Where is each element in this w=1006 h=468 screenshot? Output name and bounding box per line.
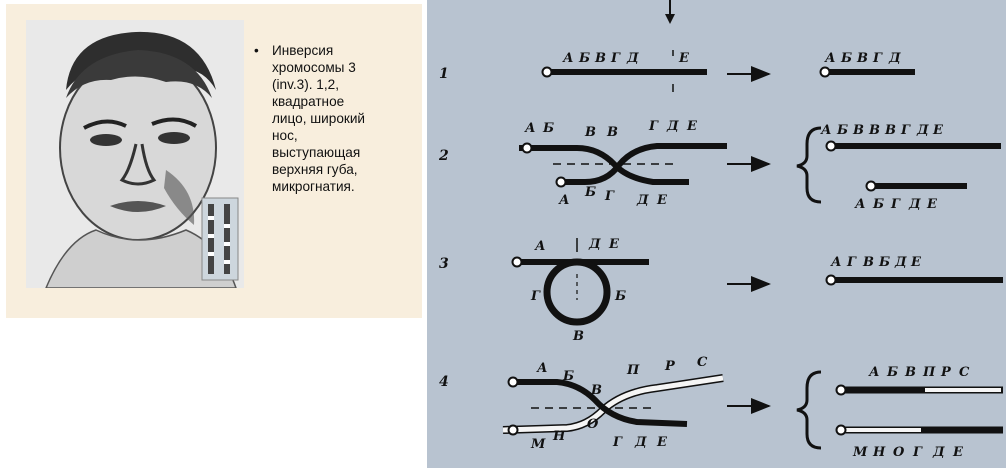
gene-label: Б <box>614 289 626 304</box>
gene-label: В <box>904 365 916 380</box>
gene-label: В <box>606 125 618 140</box>
gene-label: С <box>959 365 970 380</box>
row4-brace <box>796 370 822 450</box>
gene-label: В <box>862 255 874 270</box>
row1-label: А <box>562 51 574 66</box>
row2-chromosomes <box>519 142 727 188</box>
gene-label: Д <box>636 193 649 208</box>
gene-label: В <box>584 125 596 140</box>
gene-label: Г <box>604 189 615 204</box>
gene-label: Г <box>846 255 857 270</box>
row1-result <box>819 66 915 78</box>
row-number-4: 4 <box>439 374 449 390</box>
gene-label: Б <box>562 369 574 384</box>
row3-loop-chromosome <box>511 238 649 326</box>
gene-label: В <box>868 123 880 138</box>
slide-panel: • Инверсия хромосомы 3 (inv.3). 1,2, ква… <box>6 4 422 318</box>
gene-label: Г <box>912 445 923 460</box>
gene-label: Г <box>530 289 541 304</box>
gene-label: В <box>594 51 606 66</box>
gene-label: Д <box>888 51 901 66</box>
gene-label: Б <box>542 121 554 136</box>
row-number-1: 1 <box>439 66 449 82</box>
row3-result <box>825 274 1003 286</box>
gene-label: Е <box>910 255 922 270</box>
gene-label: Е <box>678 51 690 66</box>
bullet-icon: • <box>254 43 259 58</box>
gene-label: О <box>893 445 905 460</box>
gene-label: Е <box>608 237 620 252</box>
gene-label: А <box>824 51 836 66</box>
gene-label: М <box>530 437 546 452</box>
gene-label: Д <box>626 51 639 66</box>
gene-label: Е <box>926 197 938 212</box>
gene-label: Д <box>916 123 929 138</box>
gene-label: Е <box>952 445 964 460</box>
gene-label: В <box>572 329 584 344</box>
gene-label: А <box>536 361 548 376</box>
gene-label: Д <box>932 445 945 460</box>
row2-result <box>825 140 1001 192</box>
row-number-2: 2 <box>438 148 449 164</box>
row4-chromosomes <box>502 374 724 436</box>
gene-label: Б <box>584 185 596 200</box>
gene-label: Е <box>656 435 668 450</box>
gene-label: М <box>852 445 868 460</box>
gene-label: А <box>868 365 880 380</box>
row1-chromosome <box>541 50 707 92</box>
gene-label: Г <box>612 435 623 450</box>
row2-brace <box>796 126 822 204</box>
gene-label: Е <box>656 193 668 208</box>
gene-label: Б <box>836 123 848 138</box>
gene-label: В <box>852 123 864 138</box>
gene-label: Б <box>840 51 852 66</box>
gene-label: Д <box>634 435 647 450</box>
gene-label: Д <box>894 255 907 270</box>
gene-label: В <box>590 383 602 398</box>
gene-label: А <box>524 121 536 136</box>
gene-label: В <box>856 51 868 66</box>
gene-label: Р <box>940 365 952 380</box>
gene-label: Н <box>872 445 886 460</box>
gene-label: А <box>854 197 866 212</box>
gene-label: А <box>534 239 546 254</box>
gene-label: Г <box>890 197 901 212</box>
gene-label: Д <box>666 119 679 134</box>
gene-label: А <box>558 193 570 208</box>
gene-label: Б <box>578 51 590 66</box>
child-face-illustration <box>44 31 239 289</box>
row-number-3: 3 <box>439 256 449 272</box>
gene-label: Б <box>886 365 898 380</box>
patient-photo <box>26 20 244 289</box>
gene-label: Г <box>872 51 883 66</box>
gene-label: Е <box>932 123 944 138</box>
gene-label: Г <box>900 123 911 138</box>
gene-label: Н <box>552 429 566 444</box>
gene-label: П <box>922 365 936 380</box>
gene-label: П <box>626 363 640 378</box>
bullet-text: Инверсия хромосомы 3 (inv.3). 1,2, квадр… <box>272 43 366 194</box>
gene-label: Р <box>664 359 676 374</box>
gene-label: Б <box>872 197 884 212</box>
gene-label: Б <box>878 255 890 270</box>
gene-label: О <box>587 417 599 432</box>
description-bullet: • Инверсия хромосомы 3 (inv.3). 1,2, ква… <box>254 42 416 195</box>
gene-label: Д <box>908 197 921 212</box>
row4-result <box>835 384 1003 436</box>
gene-label: Г <box>610 51 621 66</box>
gene-label: Д <box>588 237 601 252</box>
gene-label: А <box>820 123 832 138</box>
inversion-diagram: 1 А Б В Г Д Е А Б В Г Д 2 А <box>427 0 1006 468</box>
inversion-diagram-svg: 1 А Б В Г Д Е А Б В Г Д 2 А <box>438 0 1003 460</box>
gene-label: А <box>830 255 842 270</box>
gene-label: Е <box>686 119 698 134</box>
karyotype-inset <box>201 197 239 281</box>
gene-label: С <box>697 355 708 370</box>
gene-label: В <box>884 123 896 138</box>
gene-label: Г <box>648 119 659 134</box>
